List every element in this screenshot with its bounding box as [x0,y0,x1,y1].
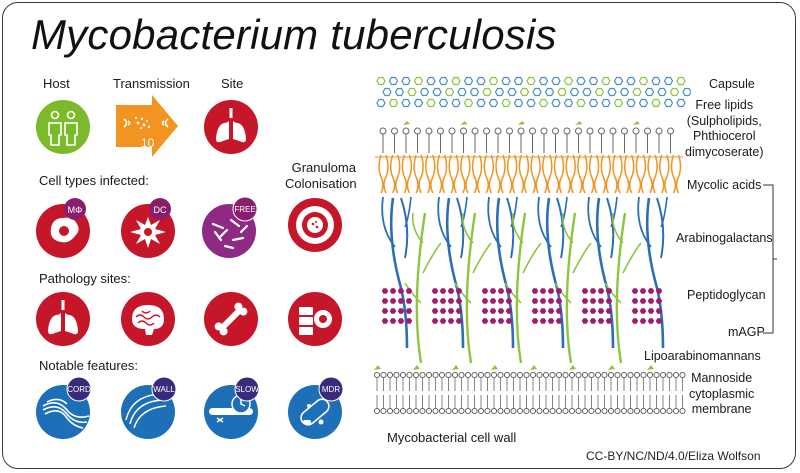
spine-icon [288,292,342,346]
cell-types-label: Cell types infected: [39,173,149,188]
mycolic-acids-label: Mycolic acids [687,178,762,192]
macrophage-icon: MΦ [36,198,90,258]
cell-wall-diagram [373,76,691,415]
human-host-icon [36,100,90,154]
notable-features-label: Notable features: [39,358,139,373]
membrane-label: Mannoside cytoplasmic membrane [689,371,755,416]
cord-badge: CORD [67,385,91,394]
free-lipids-layer [379,121,674,153]
dc-badge: DC [154,205,167,215]
capsule-layer [376,76,691,108]
slow-badge: SLOW [235,385,259,394]
free-badge: FREE [234,205,255,214]
airborne-transmission-icon: 10 [116,95,178,157]
lipoarabinomannans-label: Lipoarabinomannans [644,349,761,363]
transmission-label: Transmission [113,76,190,91]
credit-line: CC-BY/NC/ND/4.0/Eliza Wolfson [586,449,761,463]
magp-label: mAGP [728,325,765,339]
capsule-label: Capsule [709,77,755,91]
mycolic-acids-layer [375,154,683,194]
dendritic-cell-icon: DC [121,198,175,258]
lipoarabinomannans-layer [404,212,642,364]
magp-bracket [763,184,777,334]
cord-formation-icon: CORD [36,376,92,439]
bone-icon [204,292,258,346]
arabinogalactans-layer [381,196,668,349]
host-label: Host [43,76,70,91]
multidrug-resistance-icon: MDR [288,376,344,439]
mdr-badge: MDR [322,385,340,394]
granuloma-icon [288,198,342,252]
cell-wall-caption: Mycobacterial cell wall [387,430,517,445]
arabinogalactans-label: Arabinogalactans [676,231,773,245]
peptidoglycan-layer [381,288,663,324]
page-title: Mycobacterium tuberculosis [31,11,557,58]
pathology-label: Pathology sites: [39,271,131,286]
transmission-count: 10 [141,136,155,150]
slow-growth-icon: SLOW [204,376,260,439]
granuloma-label: Granuloma Colonisation [285,160,357,191]
cell-wall-icon: WALL [121,376,177,439]
brain-icon [121,292,175,346]
site-label: Site [221,76,244,91]
lungs-pathology-icon [36,292,90,346]
macrophage-badge: MΦ [68,205,83,215]
free-lipids-label: Free lipids (Sulpholipids, Phthiocerol d… [685,98,764,159]
cytoplasmic-membrane-layer [373,365,686,415]
wall-badge: WALL [153,385,175,394]
peptidoglycan-label: Peptidoglycan [687,288,766,302]
lungs-site-icon [204,100,258,154]
infographic-frame: Mycobacterium tuberculosis Host Transmis… [2,2,796,469]
free-bacteria-icon: FREE [202,196,258,258]
